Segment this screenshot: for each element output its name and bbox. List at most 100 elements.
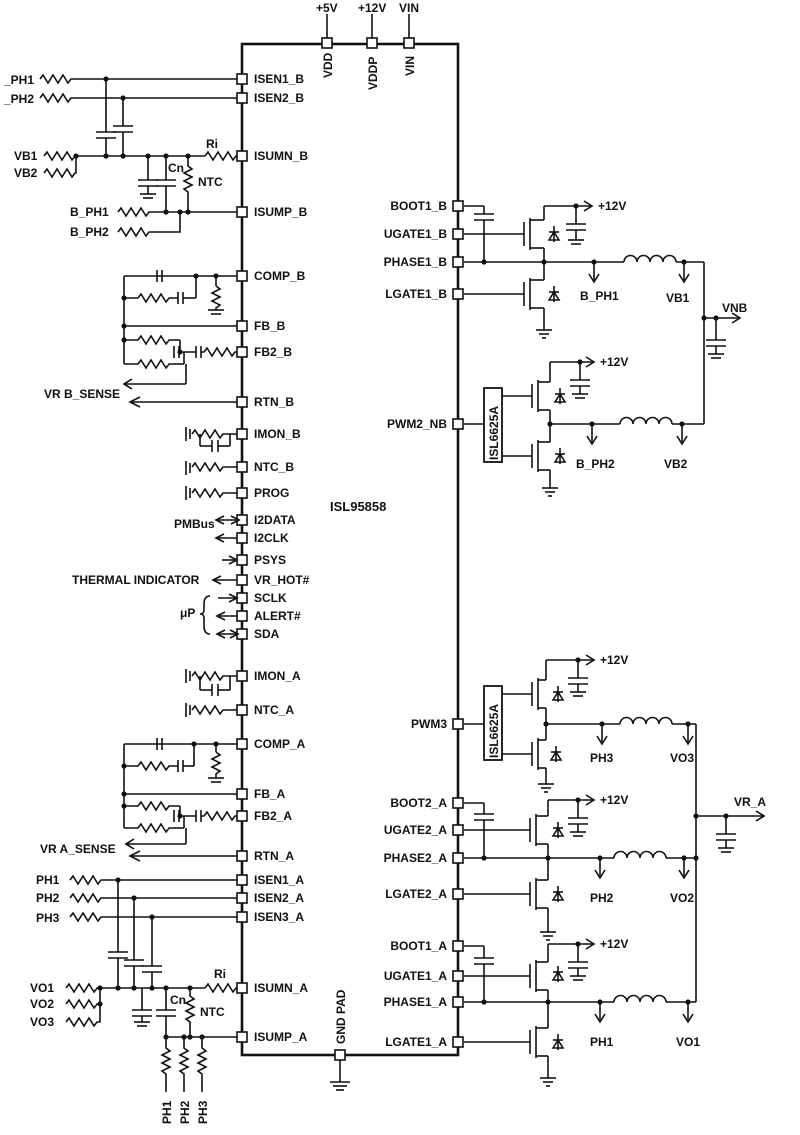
pin-label-isen1b: ISEN1_B bbox=[254, 72, 304, 86]
pin-label-pwm3: PWM3 bbox=[411, 717, 447, 731]
right-pin-boot1a: BOOT1_A bbox=[390, 939, 464, 953]
pin-label-isen2b: ISEN2_B bbox=[254, 91, 304, 105]
pin-label-phase1a: PHASE1_A bbox=[384, 995, 448, 1009]
left-pin-fbb: FB_B bbox=[236, 319, 286, 333]
left-pin-compa: COMP_A bbox=[236, 737, 306, 751]
net-ph2-b-in: _PH2 bbox=[3, 92, 34, 106]
a-compensation-network: VR A_SENSE bbox=[40, 738, 237, 862]
pin-label-boot1a: BOOT1_A bbox=[390, 939, 447, 953]
pin-label-ugate1b: UGATE1_B bbox=[384, 227, 447, 241]
driver-label-a3: ISL6625A bbox=[487, 704, 501, 758]
left-pin-psys: PSYS bbox=[236, 553, 286, 567]
pin-label-pwm2nb: PWM2_NB bbox=[387, 417, 447, 431]
left-pin-rtnb: RTN_B bbox=[236, 395, 294, 409]
right-pin-group: BOOT1_B UGATE1_B PHASE1_B LGATE1_B PWM2_NB PW… bbox=[384, 199, 464, 1049]
left-pin-sclk: SCLK bbox=[236, 591, 287, 605]
net-ph2-bottom: PH2 bbox=[178, 1100, 192, 1124]
net-12v-b1: +12V bbox=[598, 199, 626, 213]
a-current-sense-network: PH1 PH2 PH3 VO1 VO2 VO3 Ri Cn NTC bbox=[30, 873, 237, 1124]
pin-label-fb2a: FB2_A bbox=[254, 809, 292, 823]
right-pin-ugate1b: UGATE1_B bbox=[384, 227, 464, 241]
net-ph1-bottom: PH1 bbox=[160, 1100, 174, 1124]
net-vr-a-sense: VR A_SENSE bbox=[40, 842, 116, 856]
pin-label-imonb: IMON_B bbox=[254, 427, 301, 441]
label-ri-b: Ri bbox=[206, 137, 218, 151]
net-12v-a3: +12V bbox=[600, 653, 628, 667]
a-imon-ntc-network bbox=[185, 669, 237, 717]
pin-label-phase1b: PHASE1_B bbox=[384, 255, 448, 269]
left-pin-rtna: RTN_A bbox=[236, 849, 294, 863]
left-pin-i2clk: I2CLK bbox=[236, 531, 289, 545]
a-phase1-power-stage: +12V PH1 VO1 bbox=[464, 937, 700, 1087]
pin-vdd: VDD bbox=[321, 52, 335, 78]
left-pin-isen2a: ISEN2_A bbox=[236, 891, 304, 905]
left-pin-isumpb: ISUMP_B bbox=[236, 205, 308, 219]
pin-label-fbb: FB_B bbox=[254, 319, 286, 333]
pin-label-ntcb: NTC_B bbox=[254, 460, 294, 474]
label-ntc-b: NTC bbox=[198, 175, 223, 189]
net-ph1-a-in: PH1 bbox=[36, 873, 60, 887]
net-12v-top: +12V bbox=[358, 1, 386, 15]
net-ph1-out: PH1 bbox=[590, 1035, 614, 1049]
b-phase2-driver-stage: ISL6625A +12V B_PH2 VB2 bbox=[464, 355, 704, 497]
pin-label-sda: SDA bbox=[254, 627, 280, 641]
pin-label-rtnb: RTN_B bbox=[254, 395, 294, 409]
net-pmbus: PMBus bbox=[174, 517, 215, 531]
pin-label-alert: ALERT# bbox=[254, 609, 301, 623]
b-compensation-network: VR B_SENSE bbox=[44, 270, 237, 408]
left-pin-isumpa: ISUMP_A bbox=[236, 1030, 308, 1044]
pin-label-fb2b: FB2_B bbox=[254, 345, 292, 359]
net-b-ph1-out: B_PH1 bbox=[580, 289, 619, 303]
label-cn-b: Cn bbox=[168, 161, 184, 175]
pin-vin: VIN bbox=[403, 56, 417, 76]
left-pin-i2data: I2DATA bbox=[236, 513, 296, 527]
left-pin-isumnb: ISUMN_B bbox=[236, 149, 308, 163]
b-phase1-power-stage: +12V B_PH1 VB1 bbox=[464, 199, 704, 339]
label-ri-a: Ri bbox=[214, 967, 226, 981]
pin-label-i2data: I2DATA bbox=[254, 513, 296, 527]
net-12v-b2: +12V bbox=[600, 355, 628, 369]
net-ph3-bottom: PH3 bbox=[196, 1100, 210, 1124]
net-vo2-in: VO2 bbox=[30, 997, 54, 1011]
right-pin-lgate2a: LGATE2_A bbox=[385, 887, 464, 901]
net-vb1-out: VB1 bbox=[666, 291, 690, 305]
net-b-ph2: B_PH2 bbox=[70, 225, 109, 239]
right-pin-lgate1b: LGATE1_B bbox=[385, 287, 464, 301]
net-vnb: VNB bbox=[722, 301, 748, 315]
net-vo3-in: VO3 bbox=[30, 1015, 54, 1029]
left-pin-fb2a: FB2_A bbox=[236, 809, 292, 823]
pin-label-rtna: RTN_A bbox=[254, 849, 294, 863]
vr-a-output: VR_A bbox=[693, 724, 766, 1002]
pin-label-i2clk: I2CLK bbox=[254, 531, 289, 545]
a-phase2-power-stage: +12V PH2 VO2 bbox=[464, 793, 699, 941]
right-pin-ugate2a: UGATE2_A bbox=[384, 823, 464, 837]
net-vb2: VB2 bbox=[14, 166, 38, 180]
left-pin-ntca: NTC_A bbox=[236, 703, 294, 717]
pin-label-boot2a: BOOT2_A bbox=[390, 796, 447, 810]
a-phase3-driver-stage: ISL6625A +12V PH3 VO3 bbox=[464, 653, 696, 793]
net-vo2-out: VO2 bbox=[670, 891, 694, 905]
vnb-output: VNB bbox=[701, 262, 748, 424]
net-ph3-out: PH3 bbox=[590, 751, 614, 765]
left-pin-alert: ALERT# bbox=[236, 609, 301, 623]
net-vo3-out: VO3 bbox=[670, 751, 694, 765]
driver-chip-b2 bbox=[483, 387, 503, 463]
pin-label-psys: PSYS bbox=[254, 553, 286, 567]
left-pin-fba: FB_A bbox=[236, 787, 286, 801]
right-pin-boot2a: BOOT2_A bbox=[390, 796, 464, 810]
net-vo1-out: VO1 bbox=[676, 1035, 700, 1049]
pin-label-isumna: ISUMN_A bbox=[254, 981, 308, 995]
left-pin-isen3a: ISEN3_A bbox=[236, 910, 304, 924]
net-5v: +5V bbox=[316, 1, 338, 15]
pin-label-boot1b: BOOT1_B bbox=[390, 199, 447, 213]
net-vb1: VB1 bbox=[14, 149, 38, 163]
pin-label-ugate1a: UGATE1_A bbox=[384, 969, 447, 983]
pin-label-fba: FB_A bbox=[254, 787, 286, 801]
right-pin-lgate1a: LGATE1_A bbox=[385, 1035, 464, 1049]
pin-label-vrhot: VR_HOT# bbox=[254, 573, 310, 587]
right-pin-phase1b: PHASE1_B bbox=[384, 255, 464, 269]
b-current-sense-network: _PH1 _PH2 VB1 VB2 Ri Cn NTC B_PH1 B_PH2 bbox=[3, 73, 237, 239]
right-pin-phase1a: PHASE1_A bbox=[384, 995, 464, 1009]
pin-label-isumnb: ISUMN_B bbox=[254, 149, 308, 163]
